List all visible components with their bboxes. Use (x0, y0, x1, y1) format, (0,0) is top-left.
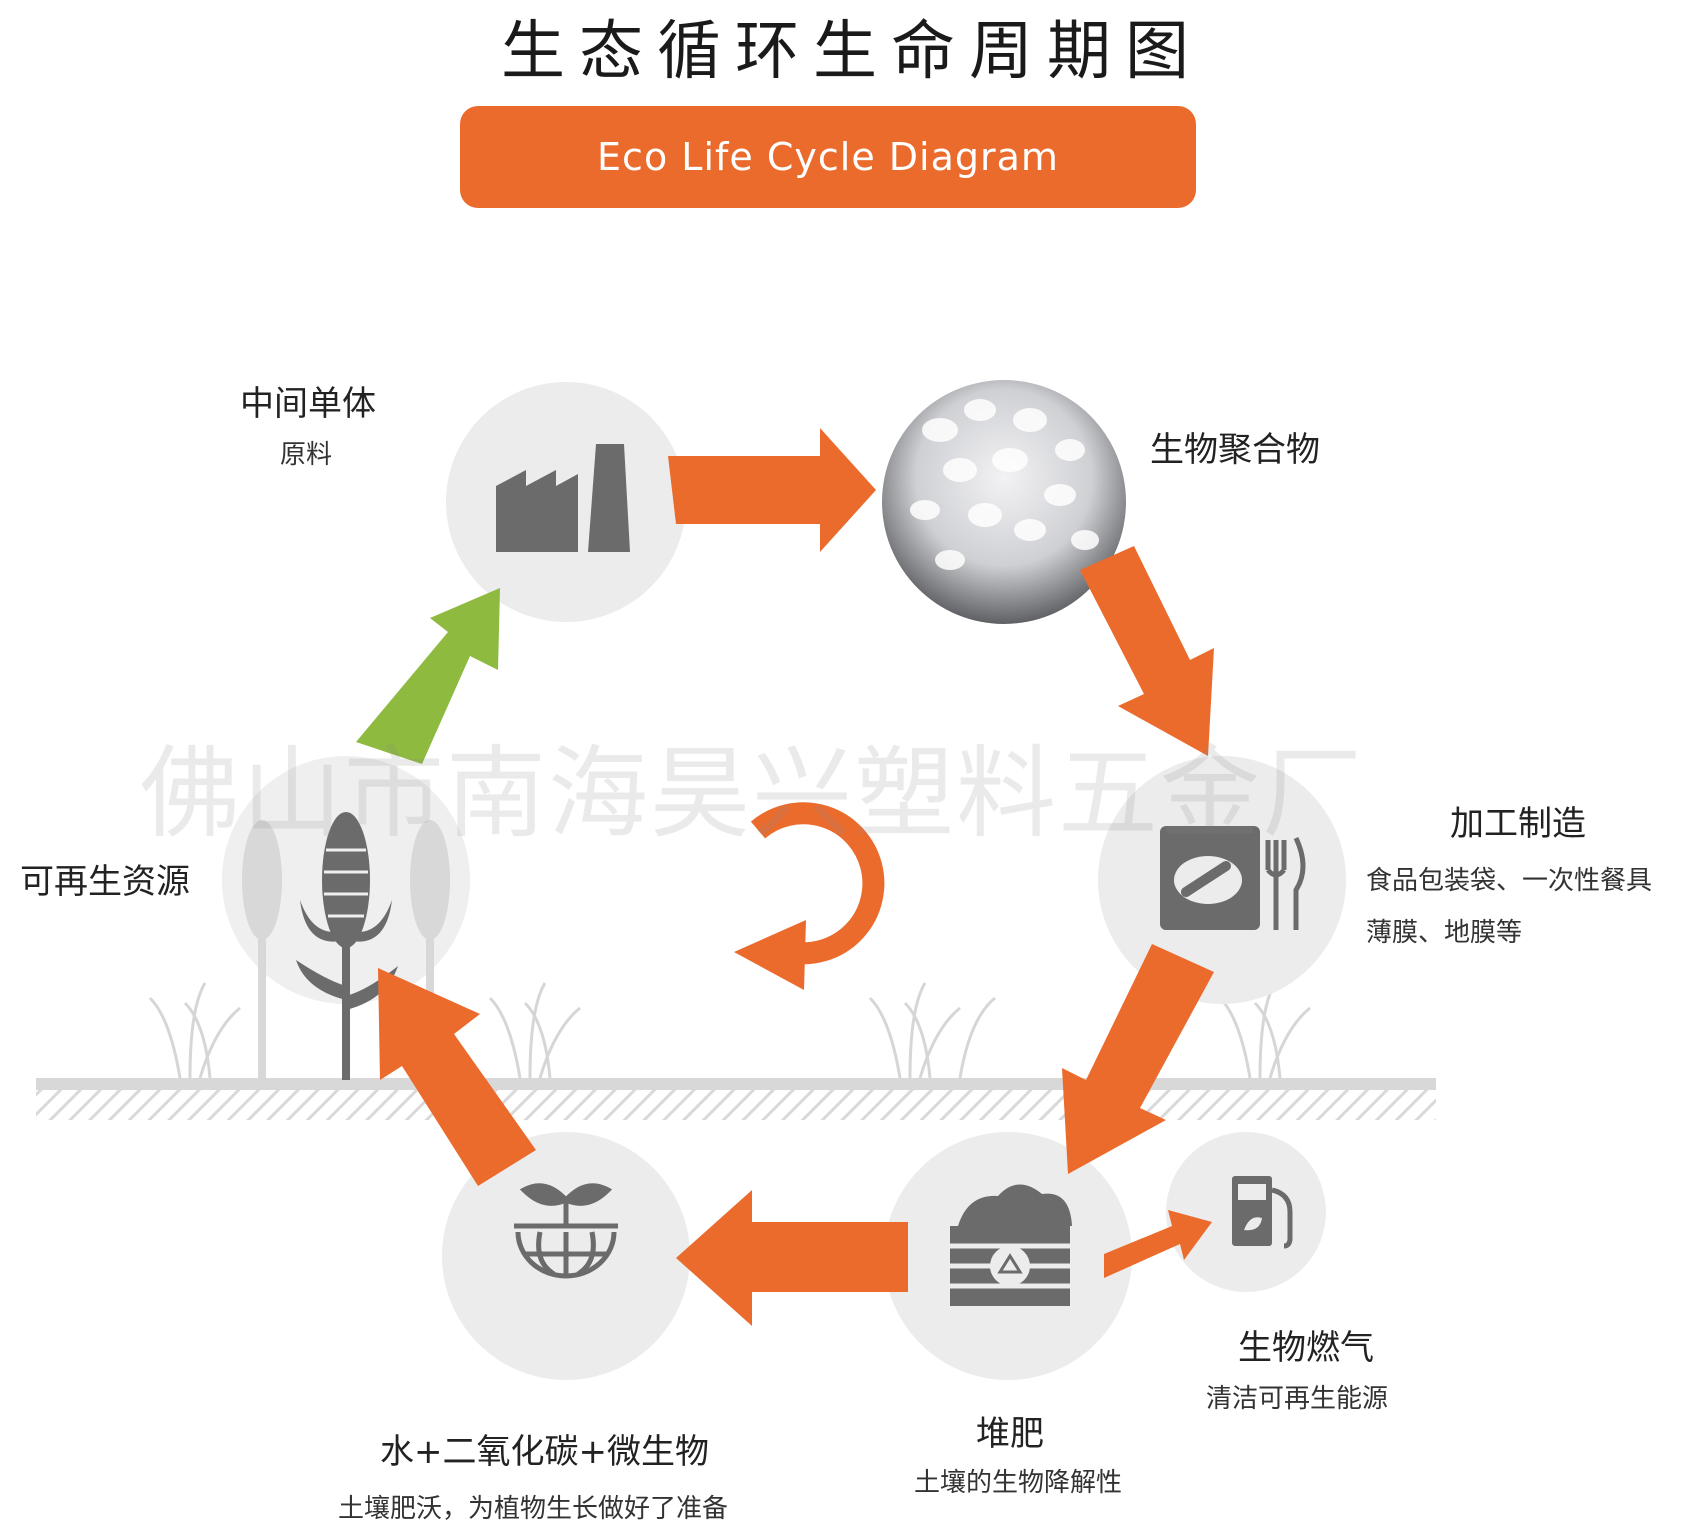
label-polymer-title: 生物聚合物 (1150, 430, 1320, 470)
sprout-globe-icon (514, 1183, 618, 1279)
corn-icon (242, 812, 450, 1080)
label-soil-title: 水+二氧化碳+微生物 (380, 1432, 709, 1472)
center-cycle-arrow (750, 802, 885, 965)
label-monomer-title: 中间单体 (240, 384, 376, 424)
arrow-polymer-to-manufacturing (1080, 546, 1214, 756)
compost-icon (950, 1184, 1072, 1306)
label-monomer-subtitle: 原料 (280, 440, 333, 470)
arrow-renewable-to-monomer (356, 588, 500, 764)
title-banner: Eco Life Cycle Diagram (460, 106, 1196, 208)
grass-decoration (148, 982, 1311, 1079)
factory-icon (496, 444, 630, 552)
label-soil-subtitle: 土壤肥沃，为植物生长做好了准备 (338, 1494, 729, 1524)
label-renewable-title: 可再生资源 (20, 862, 190, 902)
fuel-pump-icon (1232, 1176, 1293, 1249)
arrow-monomer-to-polymer (668, 428, 876, 552)
food-package-icon (1160, 826, 1306, 930)
page-title: 生态循环生命周期图 (501, 15, 1203, 89)
label-manufacturing-title: 加工制造 (1450, 804, 1586, 844)
arrow-compost-to-soil (676, 1190, 908, 1326)
ground-strip (36, 1078, 1436, 1120)
label-compost-subtitle: 土壤的生物降解性 (914, 1468, 1123, 1498)
label-manufacturing-line1: 食品包装袋、一次性餐具 (1366, 866, 1653, 896)
pellets-texture (910, 399, 1099, 570)
label-biogas-title: 生物燃气 (1238, 1328, 1374, 1368)
arrow-manufacturing-to-compost (1062, 944, 1214, 1174)
label-compost-title: 堆肥 (976, 1414, 1044, 1454)
banner-text: Eco Life Cycle Diagram (597, 135, 1059, 179)
label-manufacturing-line2: 薄膜、地膜等 (1366, 918, 1523, 948)
label-biogas-subtitle: 清洁可再生能源 (1206, 1384, 1389, 1414)
cycle-arrows (356, 428, 1214, 1326)
watermark-text: 佛山市南海昊兴塑料五金厂 (140, 735, 1364, 852)
arrow-soil-to-renewable (378, 968, 536, 1186)
arrow-compost-to-biogas (1104, 1210, 1212, 1278)
